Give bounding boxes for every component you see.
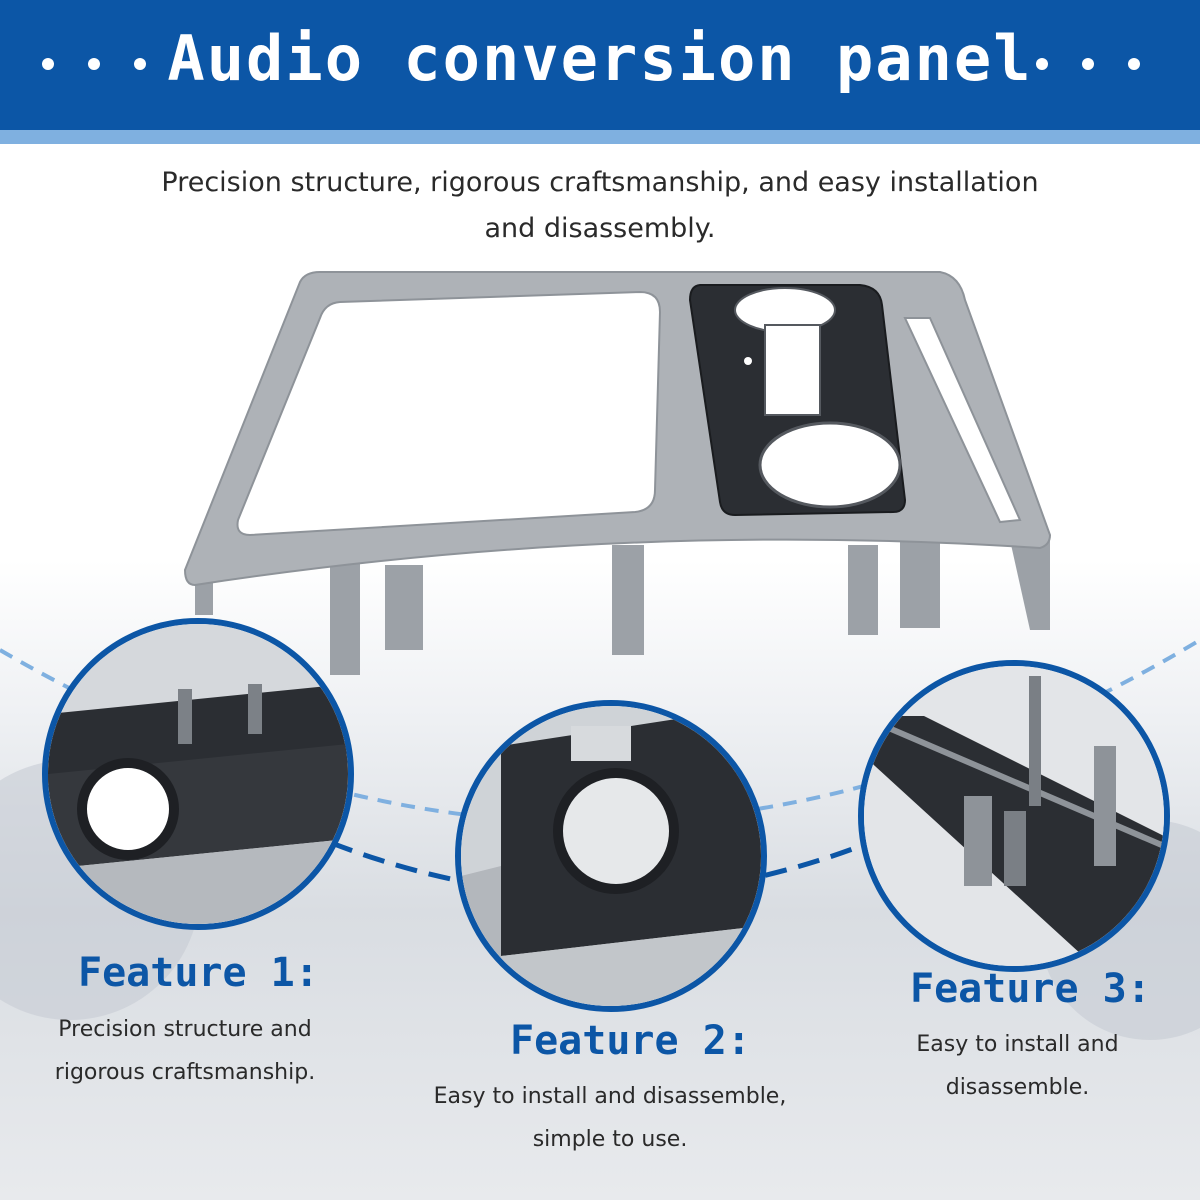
- feature-2-title: Feature 2:: [510, 1018, 751, 1064]
- page-title: Audio conversion panel: [167, 22, 1033, 95]
- feature-1-description-line: Precision structure and: [58, 1017, 312, 1042]
- feature-3-description-line: Easy to install and: [916, 1032, 1119, 1057]
- feature-2-description-line: simple to use.: [532, 1127, 688, 1152]
- header-stripe: [0, 130, 1200, 144]
- decorative-dots-right: [1036, 58, 1140, 70]
- feature-3-description-line: disassemble.: [945, 1075, 1090, 1100]
- feature-1-description-line: rigorous craftsmanship.: [54, 1060, 316, 1085]
- subtitle-line: and disassembly.: [484, 213, 716, 244]
- feature-3-description: Easy to install and disassemble.: [885, 1023, 1150, 1109]
- feature-2-description: Easy to install and disassemble, simple …: [395, 1075, 825, 1161]
- header-banner: Audio conversion panel: [0, 0, 1200, 130]
- feature-2-closeup: [455, 700, 767, 1012]
- subtitle: Precision structure, rigorous craftsmans…: [90, 160, 1110, 252]
- decorative-dots-left: [42, 58, 146, 70]
- feature-1-description: Precision structure and rigorous craftsm…: [20, 1008, 350, 1094]
- feature-2-description-line: Easy to install and disassemble,: [433, 1084, 787, 1109]
- subtitle-line: Precision structure, rigorous craftsmans…: [161, 167, 1039, 198]
- feature-3-title: Feature 3:: [910, 966, 1151, 1012]
- feature-1-closeup: [42, 618, 354, 930]
- feature-3-closeup: [858, 660, 1170, 972]
- feature-1-title: Feature 1:: [78, 950, 319, 996]
